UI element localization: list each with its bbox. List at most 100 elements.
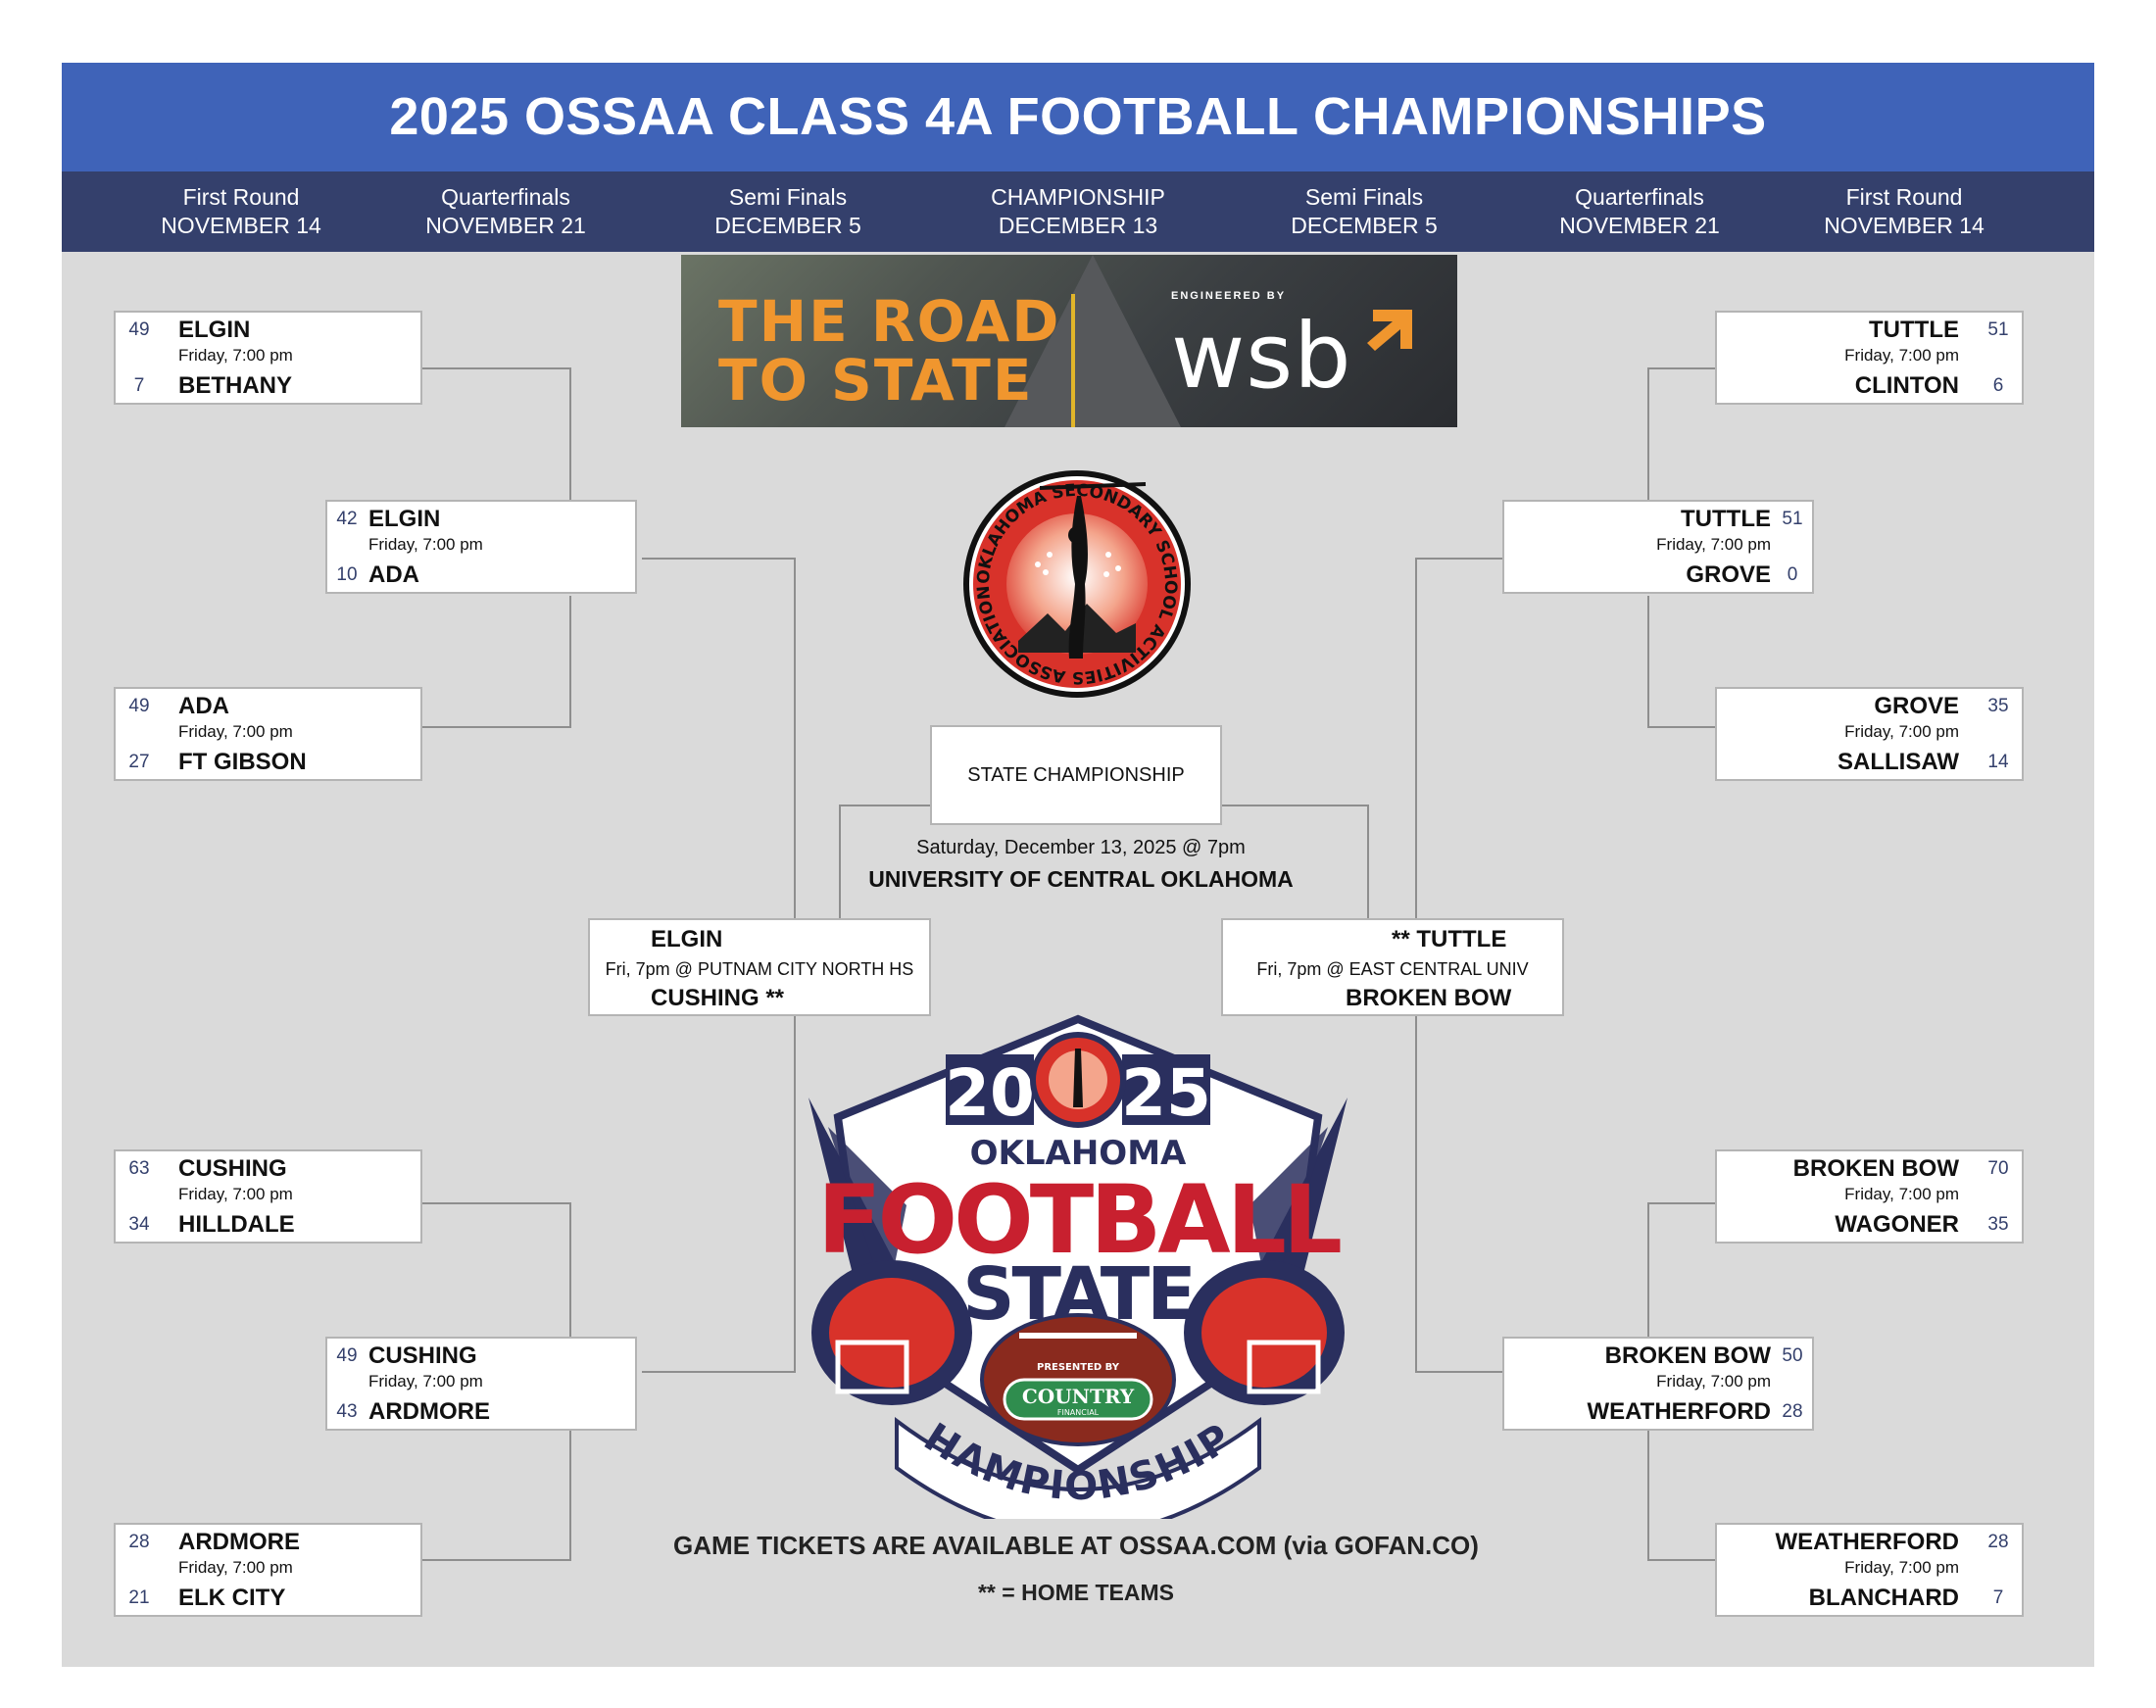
team2-name: CUSHING ** <box>651 985 785 1011</box>
header-date-label: NOVEMBER 21 <box>425 213 586 238</box>
header-date-label: DECEMBER 13 <box>998 213 1158 238</box>
matchup-right-qf-2: BROKEN BOW 50 Friday, 7:00 pm WEATHERFOR… <box>1502 1337 1814 1431</box>
state-championship-box: STATE CHAMPIONSHIP <box>930 725 1222 825</box>
bracket-line <box>569 1429 571 1561</box>
game-site: Fri, 7pm @ PUTNAM CITY NORTH HS <box>605 959 914 979</box>
banner-line1: THE ROAD <box>718 288 1061 355</box>
header-round-label: Semi Finals <box>1304 184 1424 210</box>
team2-name: WAGONER <box>1835 1211 1959 1238</box>
team2-score: 35 <box>1987 1214 2009 1235</box>
matchup-right-r1-1: TUTTLE 51 Friday, 7:00 pm CLINTON 6 <box>1715 311 2024 405</box>
championship-venue: UNIVERSITY OF CENTRAL OKLAHOMA <box>868 866 1294 892</box>
team2-name: CLINTON <box>1854 372 1959 399</box>
team1-name: ELGIN <box>651 926 723 952</box>
header-date-label: DECEMBER 5 <box>1291 213 1438 238</box>
header-date-label: NOVEMBER 14 <box>1824 213 1984 238</box>
home-teams-note: ** = HOME TEAMS <box>977 1580 1174 1605</box>
bracket-line <box>1647 726 1777 728</box>
bracket-line <box>839 805 932 806</box>
bracket-poster: 2025 OSSAA CLASS 4A FOOTBALL CHAMPIONSHI… <box>62 63 2094 1667</box>
team2-name: BETHANY <box>178 372 293 399</box>
bracket-line <box>1647 367 1777 369</box>
header-date-label: NOVEMBER 21 <box>1559 213 1720 238</box>
logo-sponsor-sub: FINANCIAL <box>1057 1408 1100 1417</box>
bracket-line <box>1647 1429 1649 1561</box>
team1-name: ARDMORE <box>178 1529 300 1555</box>
team2-score: 28 <box>1782 1401 1803 1422</box>
team2-name: ELK CITY <box>178 1585 286 1611</box>
bracket-line <box>1415 1016 1417 1373</box>
team2-score: 10 <box>336 564 358 585</box>
team2-name: WEATHERFORD <box>1587 1398 1771 1425</box>
bracket-line <box>1647 596 1649 728</box>
logo-year-left: 20 <box>945 1055 1035 1131</box>
bracket-line <box>420 726 571 728</box>
team2-name: GROVE <box>1686 561 1771 588</box>
team1-name: ELGIN <box>368 506 441 532</box>
team1-score: 49 <box>128 319 150 340</box>
ossaa-seal-logo: OKLAHOMA SECONDARY SCHOOL ACTIVITIES ASS… <box>963 470 1191 698</box>
tickets-notice: GAME TICKETS ARE AVAILABLE AT OSSAA.COM … <box>673 1531 1479 1560</box>
bracket-line <box>420 1559 571 1561</box>
bracket-line <box>420 367 571 369</box>
semifinal-left: ELGIN Fri, 7pm @ PUTNAM CITY NORTH HS CU… <box>588 918 931 1016</box>
header-date-label: DECEMBER 5 <box>714 213 861 238</box>
team2-name: BROKEN BOW <box>1346 985 1512 1011</box>
matchup-left-qf-1: 42 ELGIN Friday, 7:00 pm 10 ADA <box>325 500 637 594</box>
team1-score: 49 <box>336 1345 358 1366</box>
team1-score: 51 <box>1987 319 2009 340</box>
team2-score: 6 <box>1992 375 2004 396</box>
bracket-line <box>1647 1202 1649 1392</box>
road-to-state-banner: THE ROAD TO STATE ENGINEERED BY wsb <box>681 255 1457 427</box>
header-round-label: First Round <box>1845 184 1963 210</box>
wsb-arrow-icon <box>1367 310 1412 351</box>
bracket-line <box>420 1202 571 1204</box>
game-time: Friday, 7:00 pm <box>1844 1558 1959 1577</box>
team1-name: WEATHERFORD <box>1775 1529 1959 1555</box>
wsb-logo: wsb <box>1171 304 1352 409</box>
game-time: Friday, 7:00 pm <box>178 1558 293 1577</box>
matchup-left-r1-3: 63 CUSHING Friday, 7:00 pm 34 HILLDALE <box>114 1149 422 1244</box>
game-time: Friday, 7:00 pm <box>368 535 483 554</box>
bracket-line <box>1647 1559 1777 1561</box>
team1-score: 35 <box>1987 696 2009 716</box>
team1-name: ELGIN <box>178 317 251 343</box>
bracket-line <box>794 1016 796 1373</box>
team1-name: BROKEN BOW <box>1604 1342 1771 1369</box>
logo-presented-by: PRESENTED BY <box>1037 1362 1120 1373</box>
bracket-line <box>642 558 796 560</box>
team2-score: 7 <box>1992 1587 2004 1608</box>
team2-name: HILLDALE <box>178 1211 295 1238</box>
team2-score: 14 <box>1987 752 2009 772</box>
bracket-line <box>1647 367 1649 558</box>
team1-name: CUSHING <box>368 1342 477 1369</box>
team1-score: 50 <box>1782 1345 1803 1366</box>
team1-name: TUTTLE <box>1869 317 1959 343</box>
game-time: Friday, 7:00 pm <box>1844 346 1959 365</box>
logo-year-right: 25 <box>1121 1055 1211 1131</box>
team1-score: 49 <box>128 696 150 716</box>
matchup-left-qf-2: 49 CUSHING Friday, 7:00 pm 43 ARDMORE <box>325 1337 637 1431</box>
team1-score: 63 <box>128 1158 150 1179</box>
championship-date: Saturday, December 13, 2025 @ 7pm <box>916 837 1246 858</box>
logo-state-name: OKLAHOMA <box>970 1134 1187 1173</box>
game-time: Friday, 7:00 pm <box>1844 722 1959 741</box>
road-stripe <box>1071 294 1075 427</box>
bracket-line <box>1220 805 1369 806</box>
team1-score: 28 <box>1987 1532 2009 1552</box>
matchup-left-r1-1: 49 ELGIN Friday, 7:00 pm 7 BETHANY <box>114 311 422 405</box>
bracket-line <box>1415 558 1417 920</box>
header-round-label: Quarterfinals <box>1575 184 1704 210</box>
team2-name: FT GIBSON <box>178 749 307 775</box>
bracket-line <box>569 1202 571 1392</box>
bracket-line <box>794 558 796 920</box>
bracket-line <box>1415 558 1565 560</box>
logo-football-text: FOOTBALL <box>817 1165 1341 1275</box>
header-round-label: First Round <box>182 184 300 210</box>
matchup-right-qf-1: TUTTLE 51 Friday, 7:00 pm GROVE 0 <box>1502 500 1814 594</box>
team1-score: 51 <box>1782 509 1803 529</box>
